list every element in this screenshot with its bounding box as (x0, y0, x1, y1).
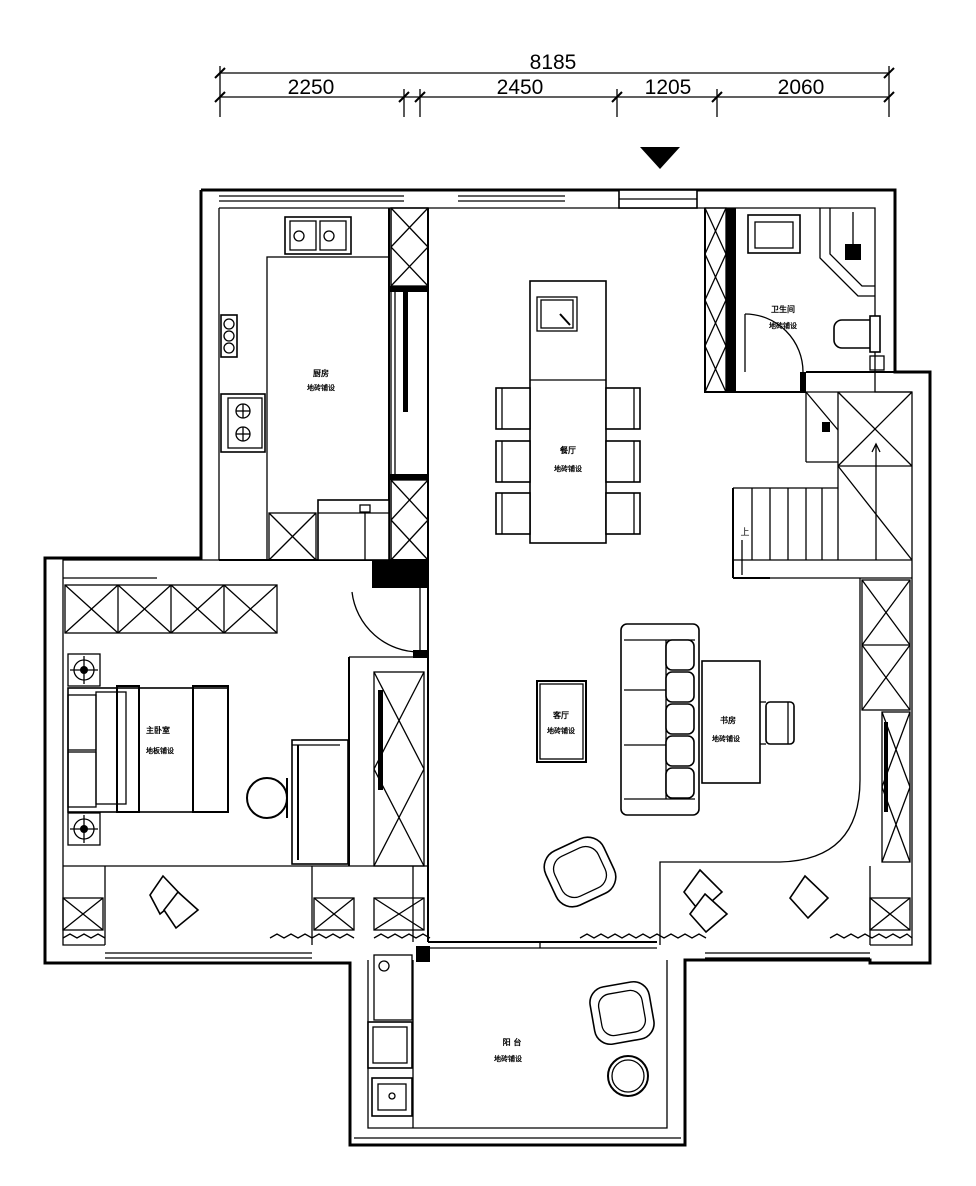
living-floor: 地砖铺设 (547, 726, 576, 735)
study: 书房 地砖铺设 (579, 579, 913, 945)
dining-chair (605, 492, 641, 535)
dresser (291, 739, 349, 865)
washing-machine-icon (367, 1021, 413, 1069)
kitchen-name: 厨房 (313, 368, 329, 378)
interior-walls (63, 208, 912, 945)
kitchen: 厨房 地砖铺设 (220, 207, 429, 561)
dining-chair (495, 492, 531, 535)
bathroom: 卫生间 地砖铺设 (704, 207, 885, 393)
exterior-walls (43, 188, 932, 1147)
cushion-icon (149, 874, 184, 916)
sink-icon (284, 216, 352, 255)
dining-chair (605, 440, 641, 483)
side-table (607, 1055, 649, 1097)
dining-table (529, 280, 607, 544)
dining-floor: 地砖铺设 (554, 464, 583, 473)
study-floor: 地砖铺设 (712, 734, 741, 743)
armchair-icon (543, 836, 617, 908)
bedroom-name: 主卧室 (146, 725, 170, 735)
kitchen-floor: 地砖铺设 (307, 383, 336, 392)
dimension-segment-2: 2450 (497, 76, 544, 99)
living-room: 客厅 地砖铺设 (536, 623, 700, 908)
dimension-segment-4: 2060 (778, 76, 825, 99)
dining-chair (495, 387, 531, 430)
dining-chair (605, 387, 641, 430)
balcony-floor: 地砖铺设 (494, 1054, 523, 1063)
fridge-icon (317, 499, 390, 561)
master-bedroom: 主卧室 地板铺设 (64, 578, 428, 867)
living-name: 客厅 (552, 710, 569, 720)
dining-chair (495, 440, 531, 483)
vanity-stool (246, 777, 288, 819)
dining-area: 餐厅 地砖铺设 (495, 280, 641, 544)
armchair-icon (589, 980, 655, 1046)
study-name: 书房 (720, 715, 736, 725)
desk-chair (765, 701, 795, 745)
dining-name: 餐厅 (559, 445, 576, 455)
cushion-icon (788, 874, 830, 920)
dimension-total: 8185 (530, 51, 577, 74)
cushion-icon (163, 890, 200, 930)
dimension-segment-3: 1205 (645, 76, 692, 99)
dimension-lines: 8185 2250 2450 1205 2060 (214, 51, 895, 117)
bathroom-floor: 地砖铺设 (769, 321, 798, 330)
stair-up-label: 上 (740, 527, 749, 538)
bedroom-bay-window (62, 866, 431, 945)
bedroom-floor: 地板铺设 (146, 746, 175, 755)
bathroom-name: 卫生间 (771, 304, 795, 314)
nightstand-icon (67, 653, 101, 687)
balcony: 阳 台 地砖铺设 (367, 946, 655, 1128)
dimension-segment-1: 2250 (288, 76, 335, 99)
nightstand-icon (67, 812, 101, 846)
coffee-table (536, 680, 587, 763)
desk (701, 660, 761, 784)
bathroom-basin-icon (747, 214, 801, 254)
cushion-icon (688, 892, 729, 934)
balcony-name: 阳 台 (503, 1037, 522, 1047)
entrance-arrow-icon (640, 147, 680, 169)
staircase: 上 (733, 391, 913, 575)
